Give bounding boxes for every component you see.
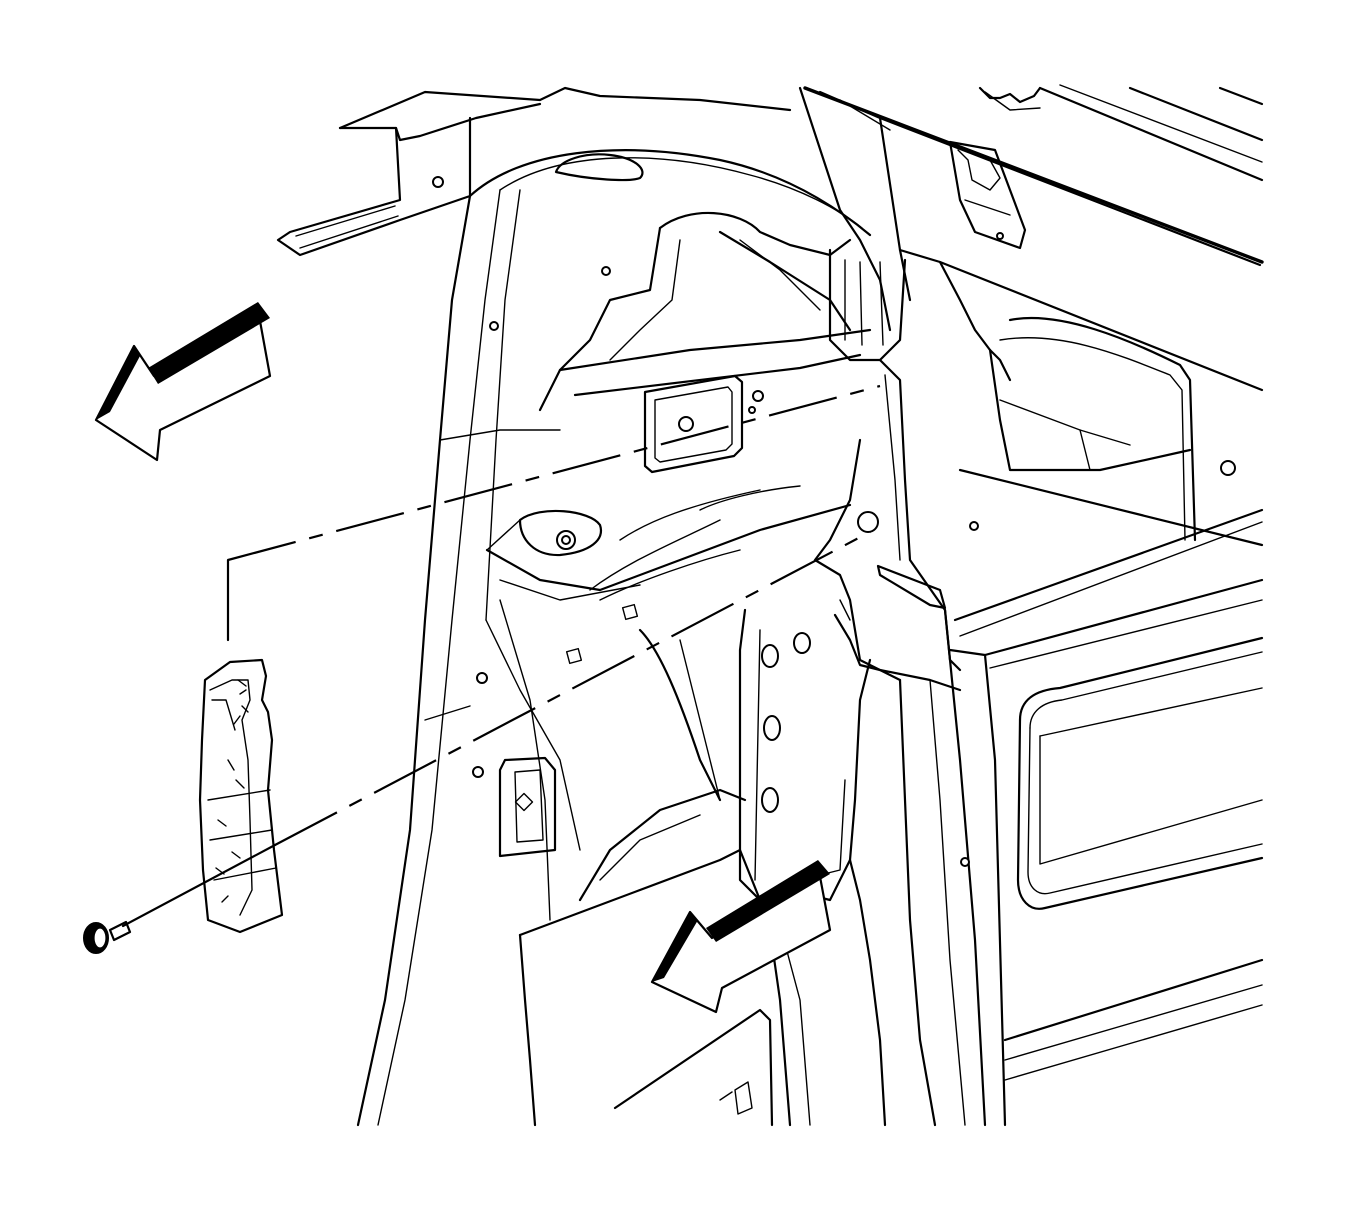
push-pin-retainer-icon	[83, 843, 277, 954]
leader-lines	[226, 384, 881, 846]
arrow-left-down-icon	[94, 302, 272, 462]
trim-panel-tabs	[215, 679, 249, 903]
roof-rail-bracket	[276, 86, 792, 257]
arrow-left-down-icon	[650, 860, 832, 1014]
trim-panel-part	[198, 658, 284, 934]
center-panel	[485, 211, 872, 921]
right-body-panel	[898, 248, 1264, 1127]
center-pillar	[738, 86, 987, 1127]
left-pillar	[356, 149, 872, 1127]
roof-structure	[803, 84, 1264, 267]
